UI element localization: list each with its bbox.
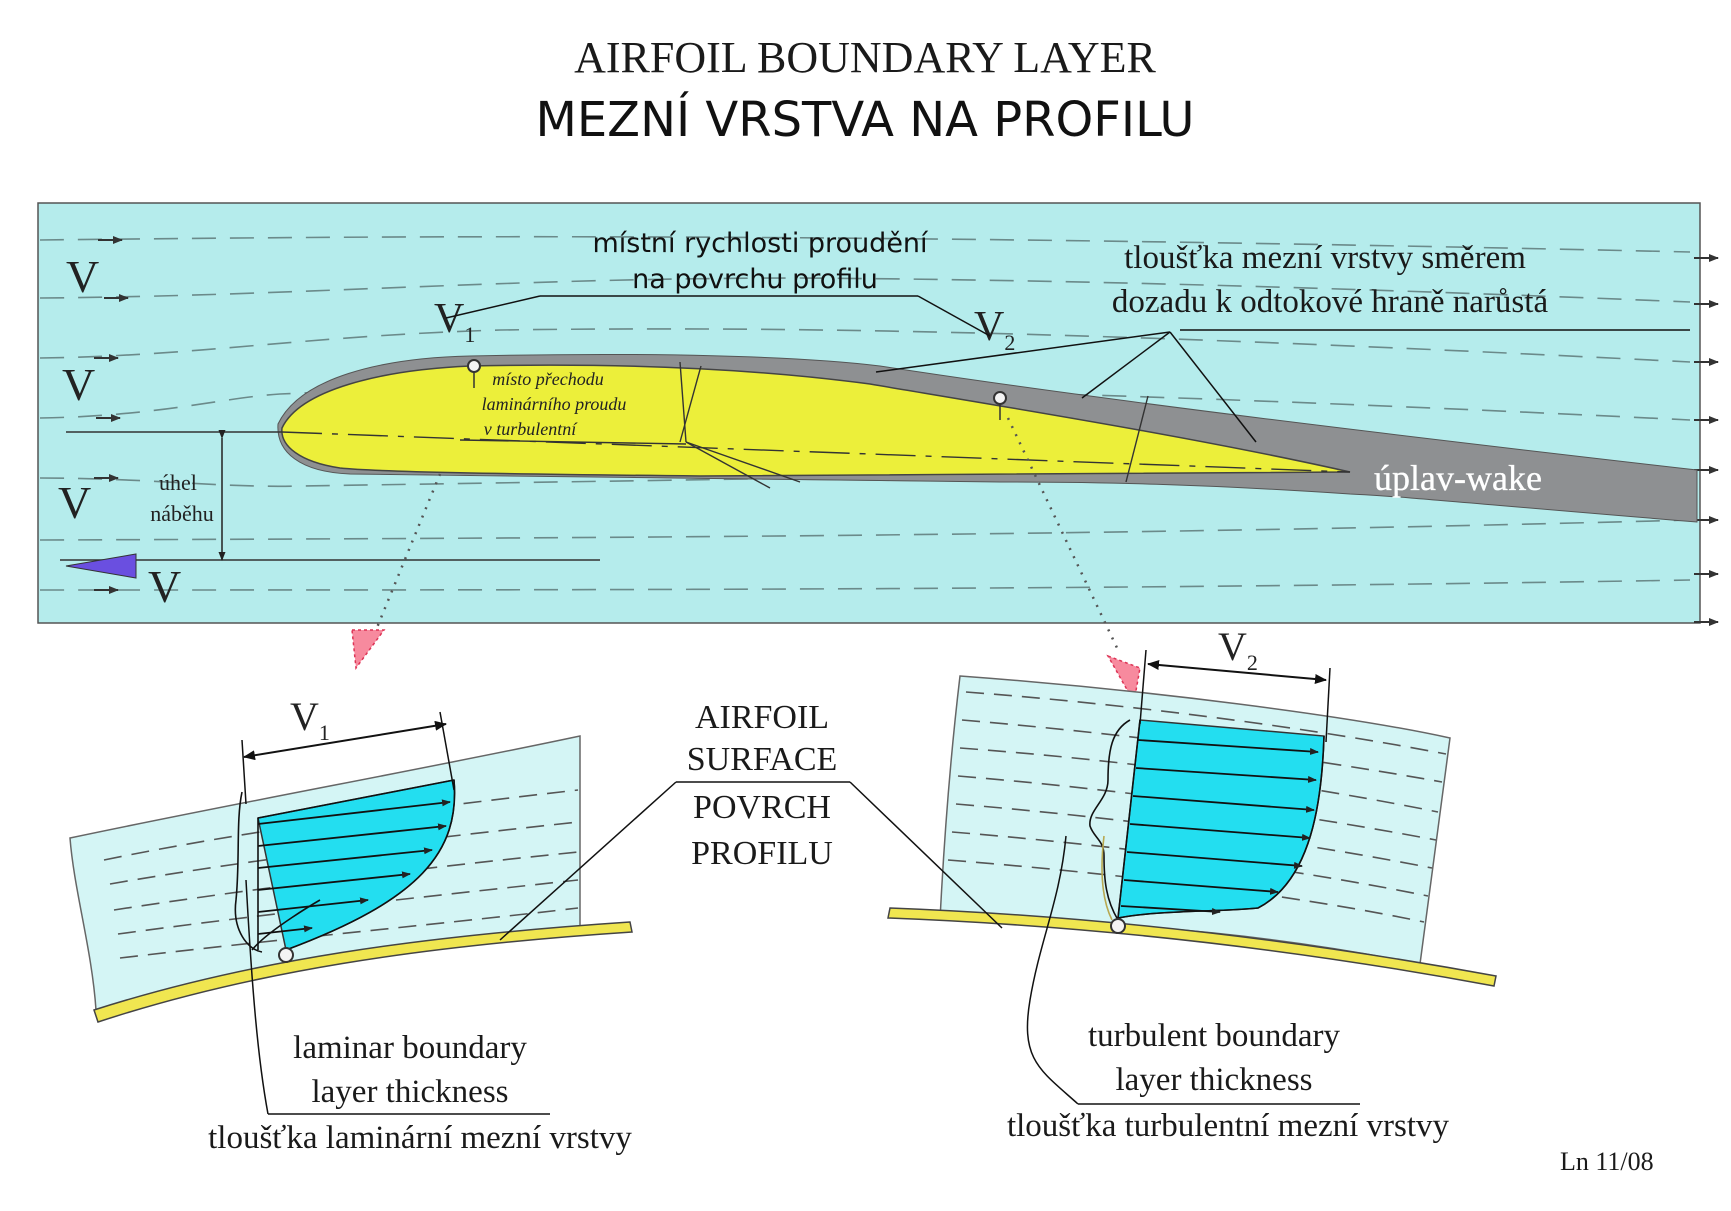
pointer-head-laminar [351, 629, 386, 671]
v1-point [467, 359, 481, 373]
surface-label-line1: AIRFOIL [695, 699, 829, 736]
laminar-thickness-label: laminar boundary layer thickness tloušťk… [208, 879, 632, 1156]
signature: Ln 11/08 [1560, 1147, 1654, 1176]
laminar-label-line1: laminar boundary [293, 1030, 527, 1066]
title-english: AIRFOIL BOUNDARY LAYER [574, 33, 1156, 82]
thickness-growth-label-line1: tloušťka mezní vrstvy směrem [1124, 240, 1526, 276]
pointer-head-turbulent [1106, 654, 1141, 705]
free-stream-label-4: V [148, 561, 181, 612]
transition-label-line2: laminárního proudu [482, 394, 627, 414]
surface-label: AIRFOIL SURFACE POVRCH PROFILU [499, 699, 1003, 941]
free-stream-arrow [65, 553, 137, 579]
flow-arrows [94, 236, 1719, 626]
transition-label-line3: v turbulentní [484, 419, 578, 439]
local-velocity-label-line1: místní rychlosti proudění [592, 228, 929, 259]
thickness-growth-label-line2: dozadu k odtokové hraně narůstá [1112, 284, 1549, 320]
flow-panel: úhel náběhu V V V V V1 V2 místní rychlos… [37, 202, 1719, 626]
free-stream-label-1: V [66, 251, 99, 302]
turbulent-label-line1: turbulent boundary [1088, 1018, 1341, 1054]
v2-dimension-line [1147, 660, 1327, 684]
v2-point [993, 391, 1007, 405]
turbulent-thickness-label: turbulent boundary layer thickness tlouš… [1007, 835, 1450, 1144]
title-czech: MEZNÍ VRSTVA NA PROFILU [535, 91, 1194, 148]
local-velocity-leaders [445, 295, 991, 337]
free-stream-label-2: V [62, 359, 95, 410]
thickness-growth-leaders [875, 329, 1690, 443]
transition-label-line1: místo přechodu [492, 369, 604, 389]
construction-lines [60, 361, 1351, 561]
v1-detail-label: V1 [290, 694, 330, 745]
airfoil-shape [281, 364, 1351, 477]
laminar-detail: V1 [69, 694, 633, 1023]
turbulent-surface [887, 907, 1497, 987]
turbulent-detail: V2 [887, 624, 1497, 987]
v2-detail-label: V2 [1218, 624, 1258, 675]
v2-label: V2 [974, 304, 1015, 355]
surface-label-line2: SURFACE [687, 741, 838, 778]
turbulent-label-line3: tloušťka turbulentní mezní vrstvy [1007, 1108, 1450, 1144]
v1-label: V1 [434, 296, 475, 347]
turbulent-label-line2: layer thickness [1115, 1062, 1312, 1098]
laminar-surface [93, 921, 633, 1023]
surface-label-line3: POVRCH [693, 789, 831, 826]
laminar-label-line3: tloušťka laminární mezní vrstvy [208, 1120, 632, 1156]
local-velocity-label-line2: na povrchu profilu [632, 264, 878, 295]
wake-label: úplav-wake [1374, 458, 1542, 498]
laminar-label-line2: layer thickness [311, 1074, 508, 1110]
surface-label-line4: PROFILU [691, 835, 833, 872]
angle-label-line2: náběhu [150, 501, 214, 526]
free-stream-label-3: V [58, 477, 91, 528]
angle-label-line1: úhel [159, 470, 197, 495]
pointer-lines [374, 417, 1120, 651]
v1-dimension-line [243, 720, 447, 761]
